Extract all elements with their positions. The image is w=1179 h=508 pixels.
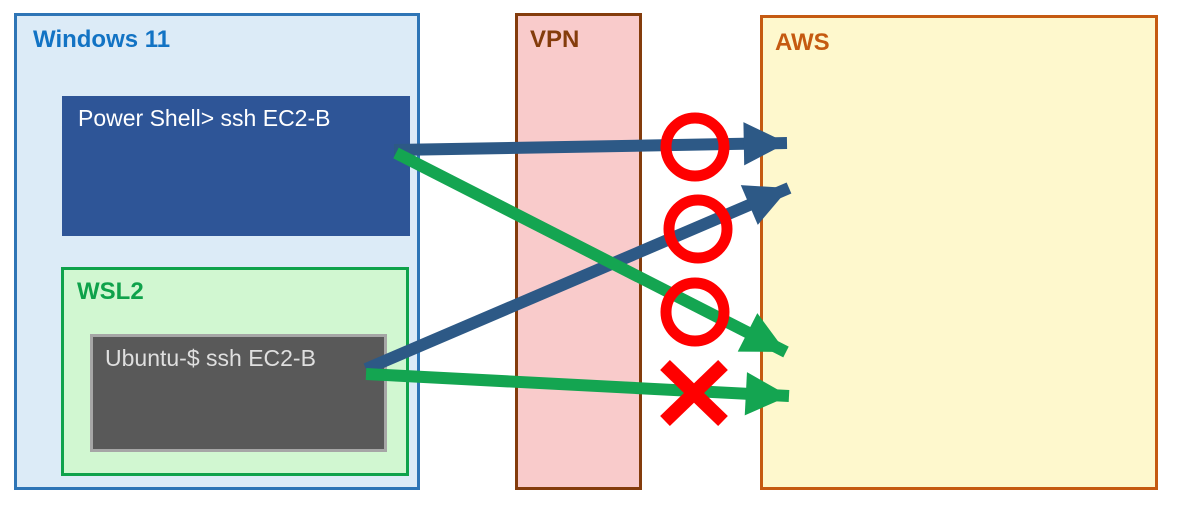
powershell-box: Power Shell> ssh EC2-B [62,96,410,236]
status-mark-powershell-ec2a [660,112,730,182]
status-mark-ubuntu-ec2a [663,194,733,264]
windows11-container: Windows 11 Power Shell> ssh EC2-B WSL2 U… [14,13,420,490]
ubuntu-command-label: Ubuntu-$ ssh EC2-B [105,345,316,371]
vpn-title: VPN [530,26,580,53]
ubuntu-terminal-box: Ubuntu-$ ssh EC2-B [90,334,387,452]
aws-title: AWS [775,29,830,56]
success-circle-icon [660,277,730,347]
aws-container: AWS EC2-A (Amazon Linux 2023) EC2-B (Ama… [760,15,1158,490]
wsl2-title: WSL2 [77,278,144,305]
fail-cross-icon [660,359,728,427]
vpn-container: VPN [515,13,642,490]
windows11-title: Windows 11 [33,26,171,53]
powershell-command-label: Power Shell> ssh EC2-B [78,105,331,131]
success-circle-icon [663,194,733,264]
status-mark-powershell-ec2b [660,277,730,347]
wsl2-container: WSL2 Ubuntu-$ ssh EC2-B [61,267,409,476]
success-circle-icon [660,112,730,182]
status-mark-ubuntu-ec2b [660,359,728,427]
